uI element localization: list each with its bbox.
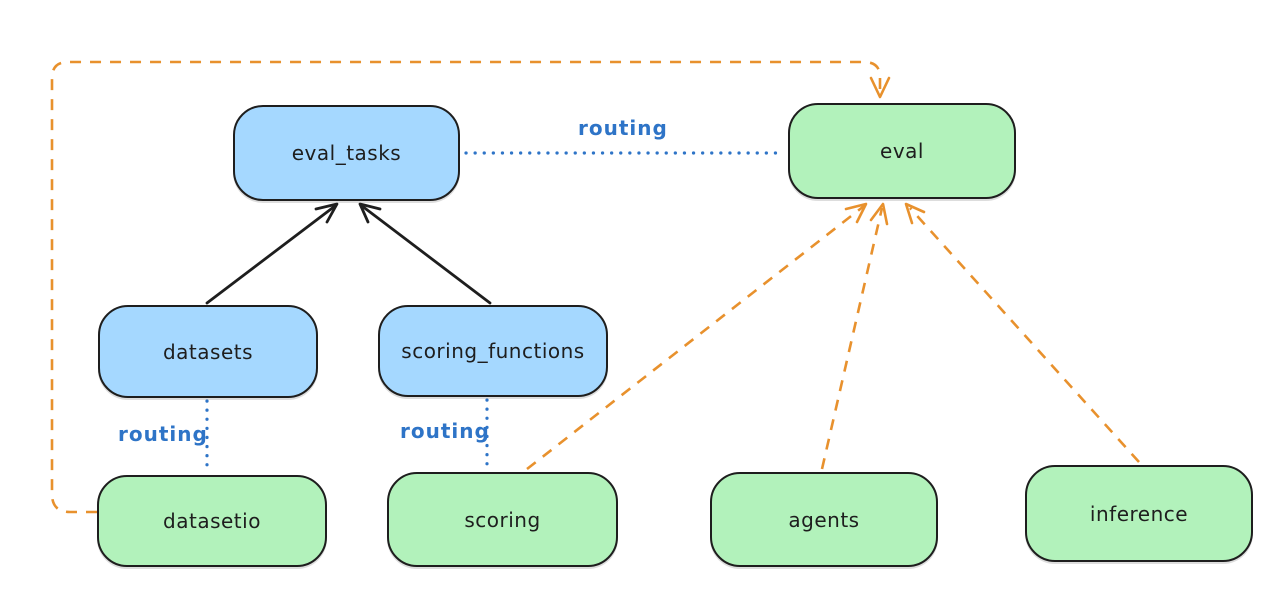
node-eval-tasks-label: eval_tasks xyxy=(291,141,402,165)
node-eval-tasks[interactable]: eval_tasks xyxy=(233,105,460,201)
arrowhead-datasets-evaltasks xyxy=(314,202,339,224)
arrowhead-agents-eval xyxy=(869,202,889,226)
node-datasetio-label: datasetio xyxy=(163,509,261,533)
arrowhead-inference-eval xyxy=(904,202,926,225)
edge-datasets-to-evaltasks xyxy=(205,204,337,305)
node-agents-label: agents xyxy=(788,507,860,532)
blue-dotted-edges xyxy=(205,151,786,473)
orange-dashed-edges xyxy=(50,60,1140,514)
node-agents[interactable]: agents xyxy=(710,472,938,567)
node-scoring-label: scoring xyxy=(464,507,541,532)
orange-arrowheads xyxy=(844,76,926,226)
arrowhead-into-eval-top xyxy=(869,76,891,99)
arrowhead-scoring-eval xyxy=(844,202,868,224)
node-eval-label: eval xyxy=(880,139,924,163)
node-datasets[interactable]: datasets xyxy=(98,305,318,398)
node-datasets-label: datasets xyxy=(162,339,254,364)
node-scoring-functions[interactable]: scoring_functions xyxy=(378,305,608,397)
node-scoring-functions-label: scoring_functions xyxy=(401,339,585,363)
edge-datasetio-to-eval xyxy=(50,60,882,514)
node-inference[interactable]: inference xyxy=(1025,465,1253,562)
arrowhead-scoringfunctions-evaltasks xyxy=(358,202,382,224)
edge-label-routing-datasets: routing xyxy=(118,422,208,446)
node-datasetio[interactable]: datasetio xyxy=(97,475,327,567)
node-inference-label: inference xyxy=(1089,501,1189,526)
edge-label-routing-scoring: routing xyxy=(400,419,490,443)
black-arrow-edges xyxy=(205,202,492,305)
edge-label-routing-top: routing xyxy=(578,116,668,140)
edge-inference-to-eval xyxy=(909,207,1140,463)
edge-agents-to-eval xyxy=(820,207,884,470)
node-eval[interactable]: eval xyxy=(788,103,1016,199)
node-scoring[interactable]: scoring xyxy=(387,472,618,567)
edge-scoringfunctions-to-evaltasks xyxy=(360,204,492,305)
